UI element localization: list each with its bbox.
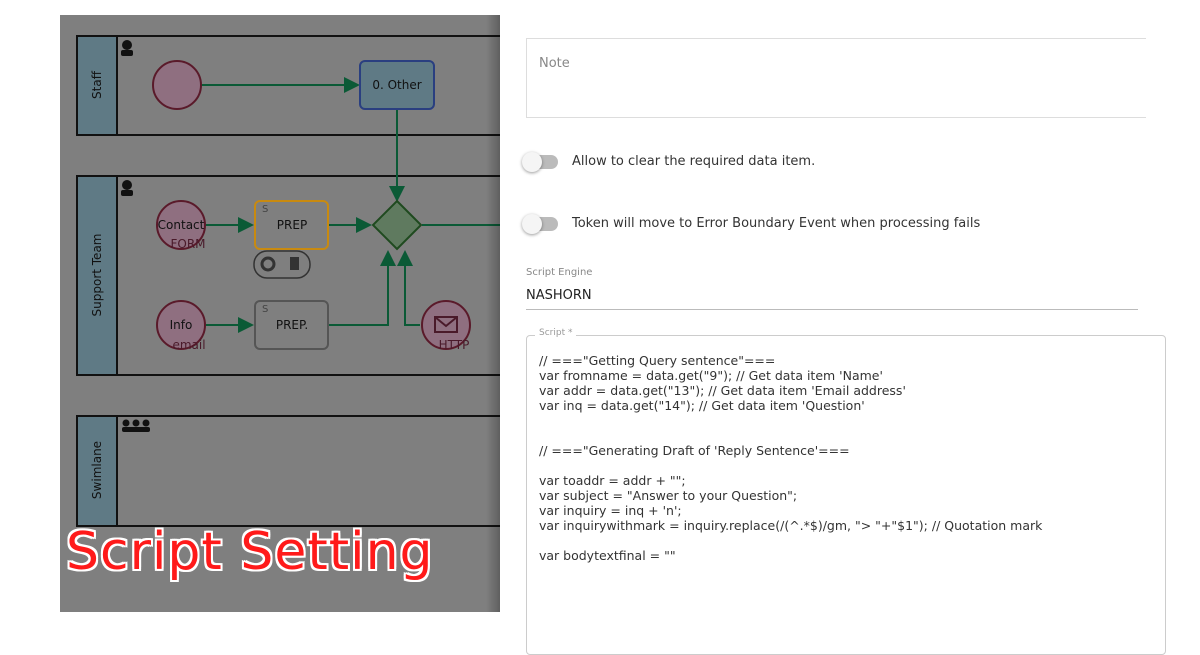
- toggle-clear-required[interactable]: Allow to clear the required data item.: [522, 151, 816, 172]
- svg-text:PREP: PREP: [277, 218, 307, 232]
- lane-label-staff: Staff: [90, 70, 104, 99]
- toggle-label: Token will move to Error Boundary Event …: [572, 216, 981, 231]
- toggle-switch[interactable]: [522, 213, 558, 234]
- task-prep-2[interactable]: S PREP.: [254, 300, 329, 350]
- lane-label-swimlane: Swimlane: [90, 441, 104, 499]
- lane-staff[interactable]: Staff: [76, 35, 500, 136]
- gear-icon[interactable]: [260, 256, 276, 272]
- task-toolbar: [253, 250, 311, 279]
- svg-text:0. Other: 0. Other: [372, 78, 421, 92]
- lane-label-support: Support Team: [90, 234, 104, 317]
- gateway[interactable]: [371, 199, 423, 251]
- toggle-switch[interactable]: [522, 151, 558, 172]
- trash-icon[interactable]: [290, 257, 299, 270]
- toggle-error-boundary[interactable]: Token will move to Error Boundary Event …: [522, 213, 981, 234]
- script-icon: S: [262, 204, 268, 215]
- script-engine-label: Script Engine: [526, 267, 593, 278]
- script-icon: S: [262, 304, 268, 315]
- svg-text:HTTP: HTTP: [439, 338, 470, 352]
- lane-support-team[interactable]: Support Team: [76, 175, 500, 376]
- lane-swimlane[interactable]: Swimlane: [76, 415, 500, 527]
- note-field[interactable]: Note: [526, 38, 1146, 118]
- overlay-title: Script Setting: [66, 522, 434, 582]
- person-icon: [121, 180, 133, 196]
- svg-text:FORM: FORM: [170, 237, 205, 251]
- svg-text:PREP.: PREP.: [276, 318, 308, 332]
- process-diagram: Staff Support Team Swimlane 0. Other Con…: [60, 15, 500, 612]
- script-label: Script *: [535, 328, 577, 338]
- event-info-email[interactable]: Info email: [156, 300, 206, 352]
- svg-text:Info: Info: [170, 318, 193, 332]
- event-http[interactable]: HTTP: [421, 300, 471, 352]
- script-engine-select[interactable]: NASHORN: [526, 288, 1138, 310]
- group-icon: [122, 419, 150, 432]
- note-placeholder: Note: [539, 56, 570, 71]
- envelope-icon: [434, 316, 458, 333]
- task-prep[interactable]: S PREP: [254, 200, 329, 250]
- script-code[interactable]: // ==="Getting Query sentence"=== var fr…: [539, 353, 1043, 563]
- start-event[interactable]: [152, 60, 202, 110]
- svg-text:Contact: Contact: [158, 218, 205, 232]
- person-icon: [121, 40, 133, 56]
- toggle-label: Allow to clear the required data item.: [572, 154, 816, 169]
- svg-text:email: email: [172, 338, 205, 352]
- task-other[interactable]: 0. Other: [359, 60, 435, 110]
